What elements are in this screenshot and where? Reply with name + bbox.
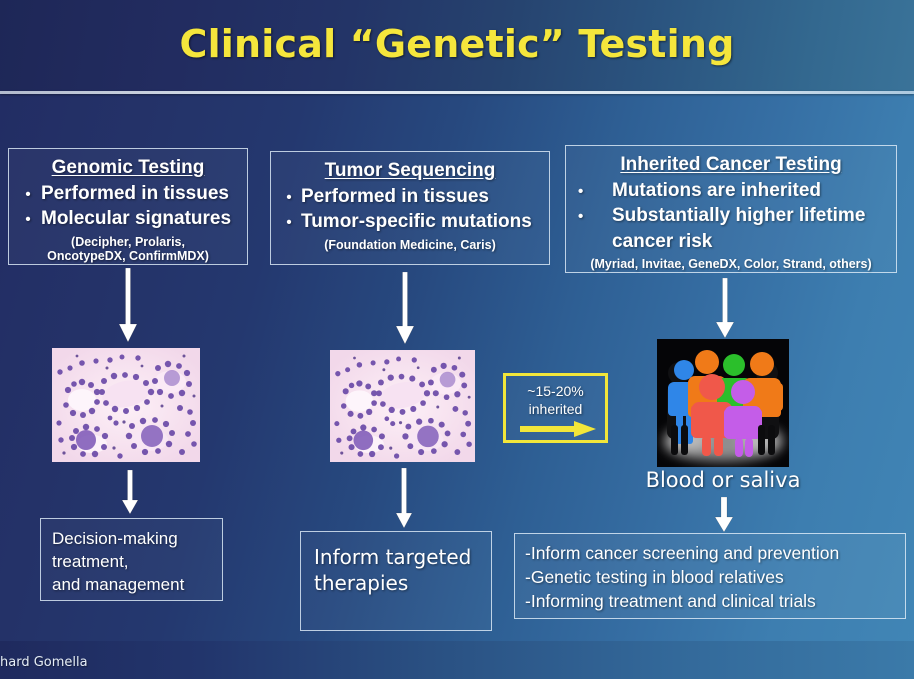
down-arrow-icon bbox=[395, 468, 413, 529]
histology-image bbox=[330, 350, 475, 462]
callout-line1: ~15-20% bbox=[527, 383, 584, 399]
footer-author: hard Gomella bbox=[0, 655, 88, 670]
bullet-label: cancer risk bbox=[612, 230, 713, 252]
panel-genomic-note-line1: (Decipher, Prolaris, bbox=[71, 234, 185, 249]
footer-band bbox=[0, 641, 914, 679]
panel-tumor-heading: Tumor Sequencing bbox=[324, 160, 496, 181]
callout-line2: inherited bbox=[528, 401, 583, 418]
bullet-item: • Performed in tissues bbox=[15, 181, 241, 206]
bullet-item: • Mutations are inherited bbox=[572, 178, 890, 203]
bullet-marker: • bbox=[578, 208, 584, 226]
panel-tumor-note: (Foundation Medicine, Caris) bbox=[277, 238, 543, 252]
header-divider bbox=[0, 91, 914, 94]
panel-genomic-note-line2: OncotypeDX, ConfirmMDX) bbox=[47, 248, 209, 263]
panel-tumor-note-line1: (Foundation Medicine, Caris) bbox=[324, 237, 496, 252]
result-line: Inform targeted bbox=[314, 545, 472, 569]
down-arrow-icon bbox=[118, 268, 138, 343]
result-line: treatment, bbox=[52, 551, 129, 571]
histology-image bbox=[52, 348, 200, 462]
right-arrow-icon bbox=[520, 421, 596, 437]
header-band bbox=[0, 0, 914, 91]
bullet-item: cancer risk bbox=[572, 229, 890, 254]
result-line: -Genetic testing in blood relatives bbox=[525, 566, 784, 587]
result-line: therapies bbox=[314, 571, 409, 595]
result-tumor-outcomes: Inform targeted therapies bbox=[300, 531, 492, 631]
down-arrow-icon bbox=[121, 470, 139, 515]
inherited-percentage-callout: ~15-20% inherited bbox=[503, 373, 608, 443]
bullet-label: Performed in tissues bbox=[41, 183, 229, 204]
panel-inherited-cancer-testing: Inherited Cancer Testing • Mutations are… bbox=[565, 145, 897, 273]
panel-genomic-heading: Genomic Testing bbox=[51, 157, 205, 178]
result-line: -Informing treatment and clinical trials bbox=[525, 590, 816, 611]
bullet-label: Performed in tissues bbox=[301, 186, 489, 207]
panel-inherited-note: (Myriad, Invitae, GeneDX, Color, Strand,… bbox=[572, 257, 890, 271]
panel-inherited-heading: Inherited Cancer Testing bbox=[620, 154, 842, 175]
result-line: and management bbox=[52, 574, 185, 594]
down-arrow-icon bbox=[714, 497, 734, 533]
family-group-svg bbox=[657, 339, 789, 467]
histology-svg bbox=[330, 350, 475, 462]
bullet-marker: • bbox=[578, 183, 584, 200]
down-arrow-icon bbox=[395, 272, 415, 345]
result-line: Decision-making bbox=[52, 529, 178, 548]
bullet-item: • Molecular signatures bbox=[15, 206, 241, 231]
bullet-label: Molecular signatures bbox=[41, 208, 232, 230]
panel-genomic-note: (Decipher, Prolaris, OncotypeDX, Confirm… bbox=[15, 235, 241, 264]
down-arrow-icon bbox=[715, 278, 735, 339]
bullet-marker: • bbox=[286, 214, 292, 232]
bullet-item: • Tumor-specific mutations bbox=[277, 209, 543, 234]
bullet-label: Tumor-specific mutations bbox=[301, 211, 532, 233]
histology-svg bbox=[52, 348, 200, 462]
panel-inherited-note-line1: (Myriad, Invitae, GeneDX, Color, Strand,… bbox=[590, 256, 872, 271]
bullet-label: Substantially higher lifetime bbox=[612, 205, 866, 227]
bullet-label: Mutations are inherited bbox=[612, 180, 822, 201]
page-title: Clinical “Genetic” Testing bbox=[179, 22, 735, 66]
bullet-item: • Performed in tissues bbox=[277, 184, 543, 209]
bullet-marker: • bbox=[286, 189, 292, 206]
result-line: -Inform cancer screening and prevention bbox=[525, 543, 840, 563]
panel-tumor-sequencing: Tumor Sequencing • Performed in tissues … bbox=[270, 151, 550, 265]
panel-genomic-testing: Genomic Testing • Performed in tissues •… bbox=[8, 148, 248, 265]
bullet-marker: • bbox=[25, 186, 31, 203]
bullet-item: • Substantially higher lifetime bbox=[572, 203, 890, 228]
family-group-icon bbox=[657, 339, 789, 467]
blood-or-saliva-caption: Blood or saliva bbox=[645, 468, 801, 492]
bullet-marker: • bbox=[25, 211, 31, 229]
result-inherited-outcomes: -Inform cancer screening and prevention … bbox=[514, 533, 906, 619]
result-genomic-outcomes: Decision-making treatment, and managemen… bbox=[40, 518, 223, 601]
